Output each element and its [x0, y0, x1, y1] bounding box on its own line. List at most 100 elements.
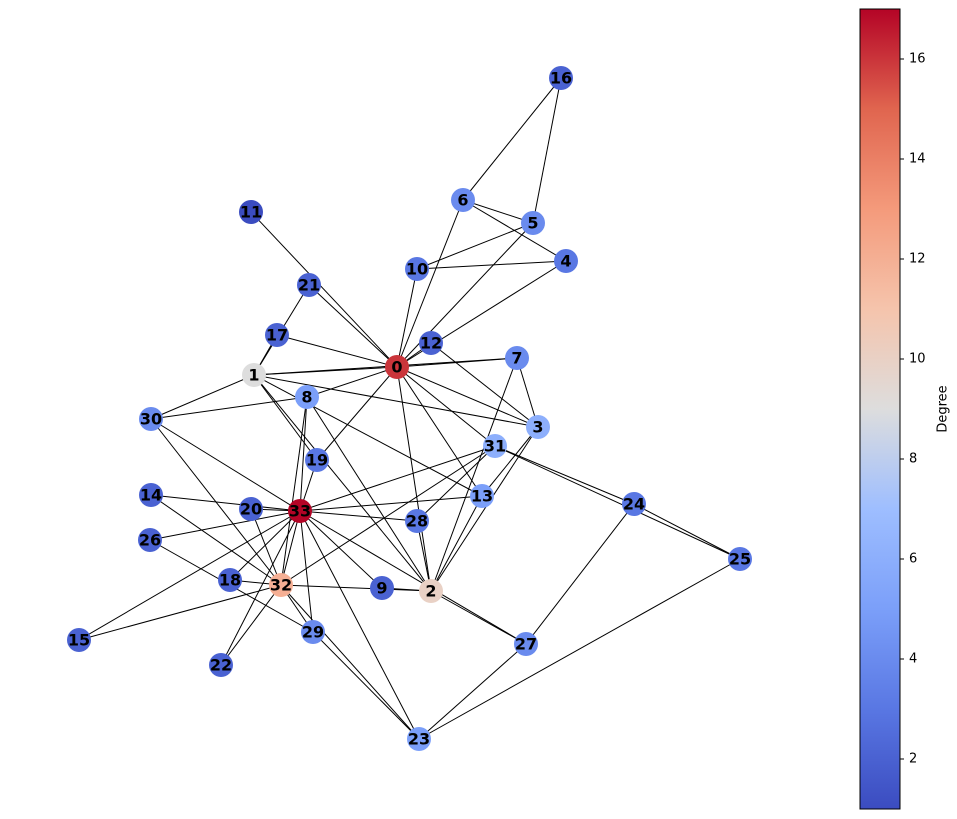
node-label: 16 [550, 69, 572, 88]
node-circle [407, 727, 431, 751]
node-circle [67, 628, 91, 652]
edge-28-33 [299, 510, 418, 522]
edge-23-25 [418, 558, 741, 740]
node-label: 3 [532, 418, 543, 437]
node-19: 19 [305, 448, 329, 472]
edge-24-27 [525, 503, 635, 645]
node-circle [728, 547, 752, 571]
colorbar-tick-label: 10 [909, 352, 926, 367]
edge-3-7 [516, 357, 539, 428]
edge-20-32 [250, 508, 282, 586]
node-15: 15 [67, 628, 91, 652]
edge-24-25 [633, 503, 741, 560]
node-label: 8 [301, 388, 312, 407]
edge-2-13 [430, 495, 483, 592]
edge-8-33 [299, 396, 308, 512]
edge-1-13 [253, 374, 483, 497]
node-17: 17 [265, 323, 289, 347]
node-label: 28 [406, 512, 428, 531]
edge-1-19 [253, 374, 318, 461]
node-label: 6 [457, 191, 468, 210]
edge-22-32 [220, 584, 282, 666]
node-32: 32 [269, 573, 293, 597]
edge-9-33 [299, 510, 383, 589]
node-8: 8 [295, 385, 319, 409]
node-22: 22 [209, 653, 233, 677]
colorbar-gradient [859, 8, 901, 810]
edge-2-8 [306, 396, 432, 592]
edge-5-6 [462, 199, 534, 224]
edge-1-3 [253, 374, 539, 428]
node-5: 5 [521, 211, 545, 235]
node-circle [295, 385, 319, 409]
node-21: 21 [297, 273, 321, 297]
edge-0-31 [396, 366, 496, 447]
node-circle [138, 528, 162, 552]
node-circle [451, 188, 475, 212]
node-circle [405, 257, 429, 281]
edge-31-33 [299, 445, 496, 512]
node-label: 1 [248, 366, 259, 385]
node-23: 23 [407, 727, 431, 751]
node-6: 6 [451, 188, 475, 212]
node-31: 31 [483, 434, 507, 458]
edge-8-30 [150, 396, 308, 420]
node-label: 0 [391, 358, 402, 377]
node-33: 33 [288, 499, 312, 523]
edge-15-33 [78, 510, 301, 641]
node-circle [554, 249, 578, 273]
node-label: 25 [729, 550, 751, 569]
edge-22-33 [220, 510, 301, 666]
node-label: 2 [425, 582, 436, 601]
node-circle [385, 355, 409, 379]
node-circle [265, 323, 289, 347]
node-13: 13 [470, 484, 494, 508]
node-circle [526, 415, 550, 439]
colorbar-tick-label: 4 [909, 652, 917, 667]
node-label: 26 [139, 531, 161, 550]
node-circle [242, 363, 266, 387]
node-circle [297, 273, 321, 297]
edge-1-2 [253, 374, 432, 592]
node-12: 12 [419, 331, 443, 355]
edge-0-21 [308, 284, 398, 368]
node-18: 18 [218, 568, 242, 592]
node-circle [370, 576, 394, 600]
node-14: 14 [139, 483, 163, 507]
node-2: 2 [419, 579, 443, 603]
node-label: 22 [210, 656, 232, 675]
edge-0-13 [396, 366, 483, 497]
edges-layer [78, 77, 741, 740]
node-circle [209, 653, 233, 677]
edge-0-8 [306, 366, 398, 398]
node-circle [419, 331, 443, 355]
node-label: 19 [306, 451, 328, 470]
node-circle [483, 434, 507, 458]
node-label: 12 [420, 334, 442, 353]
node-label: 7 [511, 349, 522, 368]
node-circle [419, 579, 443, 603]
node-20: 20 [239, 497, 263, 521]
edge-2-3 [430, 426, 539, 592]
node-4: 4 [554, 249, 578, 273]
node-circle [622, 492, 646, 516]
edge-0-3 [396, 366, 539, 428]
node-9: 9 [370, 576, 394, 600]
edge-1-30 [150, 374, 255, 420]
node-label: 24 [623, 495, 645, 514]
edge-5-10 [416, 222, 534, 270]
node-label: 27 [515, 635, 537, 654]
node-circle [239, 497, 263, 521]
edge-27-33 [299, 510, 527, 645]
node-circle [405, 509, 429, 533]
node-label: 20 [240, 500, 262, 519]
colorbar-tick-label: 8 [909, 452, 917, 467]
edge-30-33 [150, 418, 301, 512]
edge-23-32 [280, 584, 420, 740]
colorbar-tick-label: 16 [909, 52, 926, 67]
node-circle [514, 632, 538, 656]
node-circle [305, 448, 329, 472]
edge-0-6 [396, 199, 464, 368]
node-circle [139, 407, 163, 431]
